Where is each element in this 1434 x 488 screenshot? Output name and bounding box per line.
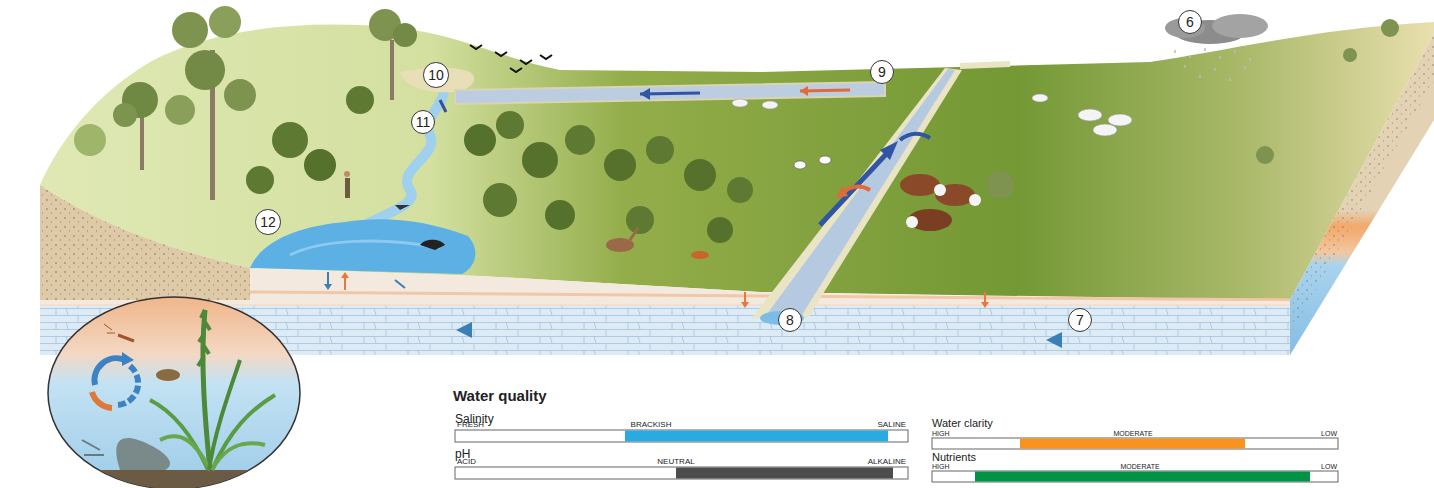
- callout-circle: 7: [1068, 308, 1092, 332]
- callout-number: 11: [416, 115, 431, 129]
- section-heading: Water quality: [453, 388, 547, 403]
- callout-number: 9: [878, 65, 886, 79]
- wetland-water: [250, 67, 475, 274]
- animals: [344, 45, 1132, 259]
- scale-end: HIGH: [932, 463, 950, 470]
- land-surface: [40, 22, 1434, 300]
- scale-title: Water clarity: [932, 418, 993, 429]
- scale-end: LOW: [1321, 463, 1337, 470]
- scale-end: FRESH: [457, 421, 484, 429]
- callout-circle: 9: [870, 60, 894, 84]
- scale-end: ALKALINE: [868, 458, 906, 466]
- scale-title: Nutrients: [932, 452, 976, 463]
- scale-end: ACID: [457, 458, 476, 466]
- aquatic-inset: [48, 297, 300, 488]
- callout-number: 6: [1186, 15, 1194, 29]
- callout-number: 10: [428, 68, 444, 82]
- side-face: [1290, 34, 1434, 355]
- callout-circle: 6: [1178, 10, 1202, 34]
- trees: [74, 6, 1399, 243]
- callout-circle: 10: [423, 62, 449, 88]
- water-quality-bars: [455, 430, 1338, 482]
- groundwater-flow: [324, 272, 1140, 348]
- callout-number: 7: [1076, 313, 1084, 327]
- callout-circle: 8: [778, 308, 802, 332]
- scale-mid: MODERATE: [1113, 430, 1152, 437]
- scale-mid: MODERATE: [1120, 463, 1159, 470]
- callout-circle: 12: [255, 209, 281, 235]
- scale-end: LOW: [1321, 430, 1337, 437]
- scale-end: SALINE: [878, 421, 906, 429]
- callout-number: 8: [786, 313, 794, 327]
- drainage-channels: [440, 64, 1010, 325]
- scale-mid: NEUTRAL: [657, 458, 694, 466]
- scale-mid: BRACKISH: [631, 421, 672, 429]
- scale-end: HIGH: [932, 430, 950, 437]
- callout-number: 12: [260, 215, 276, 229]
